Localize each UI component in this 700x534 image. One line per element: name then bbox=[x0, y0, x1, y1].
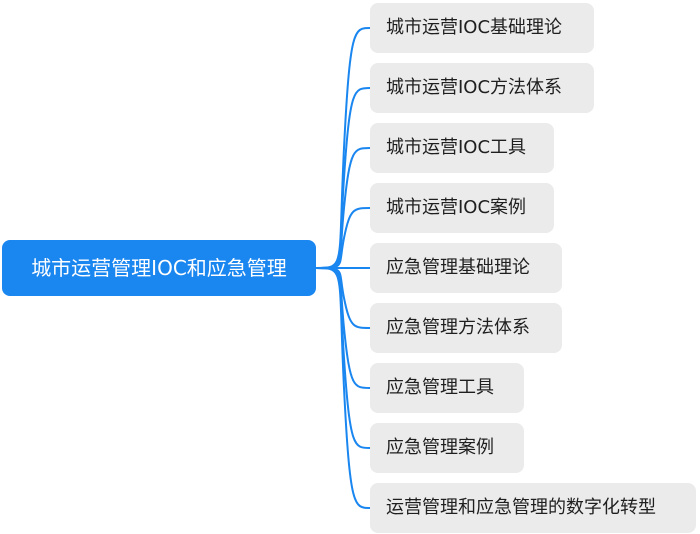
root-topic[interactable]: 城市运营管理IOC和应急管理 bbox=[2, 240, 316, 296]
child-topic[interactable]: 城市运营IOC基础理论 bbox=[370, 3, 594, 53]
child-topic[interactable]: 运营管理和应急管理的数字化转型 bbox=[370, 483, 696, 533]
child-topic[interactable]: 城市运营IOC案例 bbox=[370, 183, 554, 233]
connector-line bbox=[315, 267, 371, 509]
child-topic[interactable]: 应急管理方法体系 bbox=[370, 303, 562, 353]
child-topic[interactable]: 城市运营IOC工具 bbox=[370, 123, 554, 173]
child-topic[interactable]: 应急管理案例 bbox=[370, 423, 524, 473]
child-topic[interactable]: 应急管理工具 bbox=[370, 363, 524, 413]
child-topic[interactable]: 应急管理基础理论 bbox=[370, 243, 562, 293]
child-topic[interactable]: 城市运营IOC方法体系 bbox=[370, 63, 594, 113]
